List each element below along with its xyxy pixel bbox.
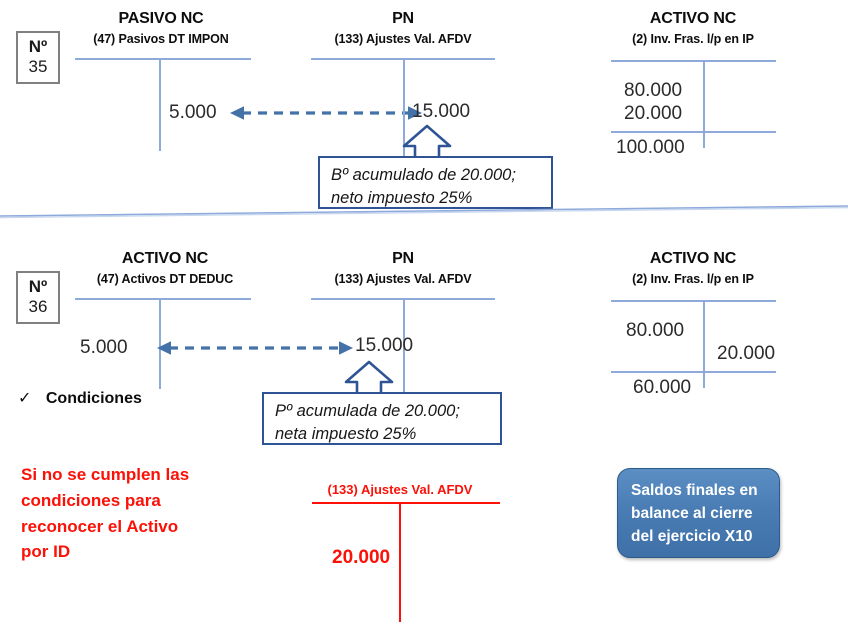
callout-line-2: neto impuesto 25% <box>331 189 473 208</box>
t-account-activo-nc-35: ACTIVO NC (2) Inv. Fras. l/p en IP <box>598 10 788 46</box>
t-account-pasivo-nc-35: PASIVO NC (47) Pasivos DT IMPON <box>72 10 250 46</box>
blue-box-line-3: del ejercicio X10 <box>631 527 753 545</box>
t-account-top-rule <box>75 298 251 300</box>
amount-debit: 5.000 <box>80 337 128 358</box>
amount-debit: 80.000 <box>624 80 683 101</box>
amount-credit: 15.000 <box>412 101 471 122</box>
amount-credit: 15.000 <box>355 335 414 356</box>
dashed-double-arrow-35 <box>228 104 424 122</box>
red-note-line-4: por ID <box>21 542 71 562</box>
t-account-pn-35: PN (133) Ajustes Val. AFDV <box>308 10 498 46</box>
amount-credit: 5.000 <box>169 102 217 123</box>
t-account-center-rule <box>403 298 405 396</box>
account-title: PASIVO NC <box>118 10 204 27</box>
footer-section: Si no se cumplen las condiciones para re… <box>0 452 848 636</box>
account-subtitle: (47) Activos DT DEDUC <box>96 272 234 286</box>
t-account-center-rule <box>159 298 161 389</box>
conditions-row: ✓ Condiciones <box>18 388 142 408</box>
account-subtitle: (47) Pasivos DT IMPON <box>93 32 229 46</box>
t-account-center-rule <box>703 300 705 388</box>
callout-line-1: Pº acumulada de 20.000; <box>275 402 460 420</box>
account-title: PN <box>392 250 414 267</box>
red-note-line-1: Si no se cumplen las <box>21 465 190 484</box>
section-badge-36: Nº 36 <box>16 271 60 325</box>
red-t-account-center-rule <box>399 502 401 622</box>
callout-up-arrow-36 <box>340 360 398 396</box>
red-warning-note: Si no se cumplen las condiciones para re… <box>21 462 251 565</box>
amount-balance: 60.000 <box>633 377 692 398</box>
blue-box-line-2: balance al cierre <box>631 504 753 522</box>
section-36: Nº 36 ACTIVO NC (47) Activos DT DEDUC 5.… <box>0 242 848 452</box>
final-balances-callout: Saldos finales en balance al cierre del … <box>617 468 780 558</box>
t-account-pn-36: PN (133) Ajustes Val. AFDV <box>308 250 498 286</box>
t-account-activo-nc-36: ACTIVO NC (47) Activos DT DEDUC <box>72 250 258 286</box>
callout-line-1: Bº acumulado de 20.000; <box>331 166 516 184</box>
callout-box-35: Bº acumulado de 20.000; neto impuesto 25… <box>318 156 553 209</box>
conditions-label: Condiciones <box>45 390 142 407</box>
account-subtitle: (133) Ajustes Val. AFDV <box>334 272 472 286</box>
account-title: ACTIVO NC <box>121 250 209 267</box>
callout-line-2: neta impuesto 25% <box>275 425 417 444</box>
amount-credit: 20.000 <box>717 343 776 364</box>
account-subtitle: (2) Inv. Fras. l/p en IP <box>632 32 754 46</box>
section-badge-35: Nº 35 <box>16 31 60 85</box>
amount-balance: 100.000 <box>616 137 685 158</box>
dashed-double-arrow-36 <box>155 339 355 357</box>
account-title: ACTIVO NC <box>649 250 737 267</box>
red-note-line-3: reconocer el Activo <box>21 516 179 536</box>
badge-value: 36 <box>28 297 48 317</box>
t-account-top-rule <box>75 58 251 60</box>
t-account-center-rule <box>403 58 405 158</box>
t-account-total-rule <box>611 371 776 373</box>
red-account-subtitle: (133) Ajustes Val. AFDV <box>327 482 473 497</box>
t-account-total-rule <box>611 131 776 133</box>
callout-up-arrow-35 <box>398 124 456 160</box>
t-account-center-rule <box>703 60 705 148</box>
account-title: PN <box>392 10 414 27</box>
amount-debit: 80.000 <box>626 320 685 341</box>
amount-debit: 20.000 <box>624 103 683 124</box>
account-subtitle: (2) Inv. Fras. l/p en IP <box>632 272 754 286</box>
callout-box-36: Pº acumulada de 20.000; neta impuesto 25… <box>262 392 502 445</box>
badge-label: Nº <box>28 37 48 56</box>
t-account-top-rule <box>611 60 776 62</box>
t-account-center-rule <box>159 58 161 151</box>
t-account-top-rule <box>611 300 776 302</box>
check-icon: ✓ <box>18 390 32 407</box>
blue-box-line-1: Saldos finales en <box>631 482 758 499</box>
badge-value: 35 <box>28 57 48 77</box>
account-title: ACTIVO NC <box>649 10 737 27</box>
red-t-account-top-rule <box>312 502 500 504</box>
t-account-activo-nc-36-right: ACTIVO NC (2) Inv. Fras. l/p en IP <box>598 250 788 286</box>
account-subtitle: (133) Ajustes Val. AFDV <box>334 32 472 46</box>
badge-label: Nº <box>28 277 48 296</box>
red-note-line-2: condiciones para <box>21 490 161 510</box>
red-amount-debit: 20.000 <box>332 547 391 568</box>
section-35: Nº 35 PASIVO NC (47) Pasivos DT IMPON 5.… <box>0 0 848 212</box>
